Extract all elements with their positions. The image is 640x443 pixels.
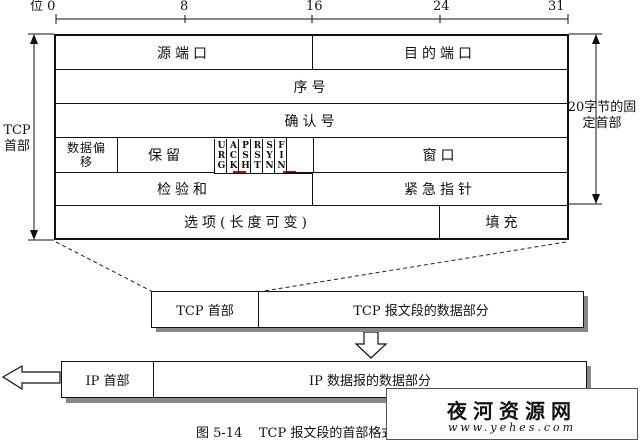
watermark-url: www.yehes.com (447, 421, 577, 434)
flag-ack-label: ACK (228, 141, 239, 171)
tcp-header-table: 源端口 目的端口 序号 确认号 数据偏移 保留 URG ACK PSH RST … (54, 34, 569, 240)
flag-urg: URG (214, 139, 227, 173)
ip-data-cell: IP 数据报的数据部分 (308, 374, 431, 389)
bit-31-label: 31 (548, 0, 565, 14)
bit-0-label: 位 0 (30, 0, 56, 14)
ip-header-cell: IP 首部 (62, 362, 154, 397)
fixed-header-side-label: 20字节的固定首部 (567, 100, 637, 131)
flag-fin-label: FIN (276, 141, 287, 171)
urgent-pointer-field: 紧急指针 (313, 173, 567, 206)
flag-rst-label: RST (252, 141, 263, 171)
ack-number-field: 确认号 (56, 104, 567, 138)
watermark-name: 夜河资源网 (447, 399, 577, 423)
flags-bottom-rule (214, 173, 313, 174)
flag-psh-label: PSH (240, 141, 251, 171)
flag-urg-label: URG (216, 141, 227, 171)
flag-ack: ACK (226, 139, 239, 173)
tcp-header-side-label: TCP首部 (3, 123, 31, 154)
bit-8-label: 8 (180, 0, 189, 14)
sequence-number-field: 序号 (56, 70, 567, 104)
bit-24-label: 24 (433, 0, 450, 14)
segment-data-cell: TCP 报文段的数据部分 (353, 304, 489, 319)
tcp-segment-box: TCP 首部 TCP 报文段的数据部分 (151, 291, 584, 328)
flag-rst: RST (250, 139, 263, 173)
checksum-field: 检验和 (56, 173, 313, 206)
flags-spacer (286, 138, 313, 173)
padding-field: 填充 (485, 215, 522, 231)
window-field: 窗口 (313, 138, 567, 173)
segment-header-cell: TCP 首部 (152, 292, 259, 327)
options-field: 选项(长度可变) (56, 206, 440, 238)
source-port-field: 源端口 (56, 36, 313, 70)
ip-datagram-box: IP 首部 IP 数据报的数据部分 (61, 361, 587, 398)
reserved-field: 保留 (118, 138, 214, 173)
flag-syn-label: SYN (264, 141, 275, 171)
data-offset-field: 数据偏移 (56, 138, 118, 173)
bit-16-label: 16 (306, 0, 323, 14)
flag-psh: PSH (238, 139, 251, 173)
figure-caption: 图 5-14 TCP 报文段的首部格式 (196, 426, 395, 441)
dest-port-field: 目的端口 (313, 36, 567, 70)
watermark-logo: 夜河资源网 www.yehes.com (386, 388, 638, 440)
flag-syn: SYN (262, 139, 275, 173)
flag-fin: FIN (274, 139, 287, 173)
